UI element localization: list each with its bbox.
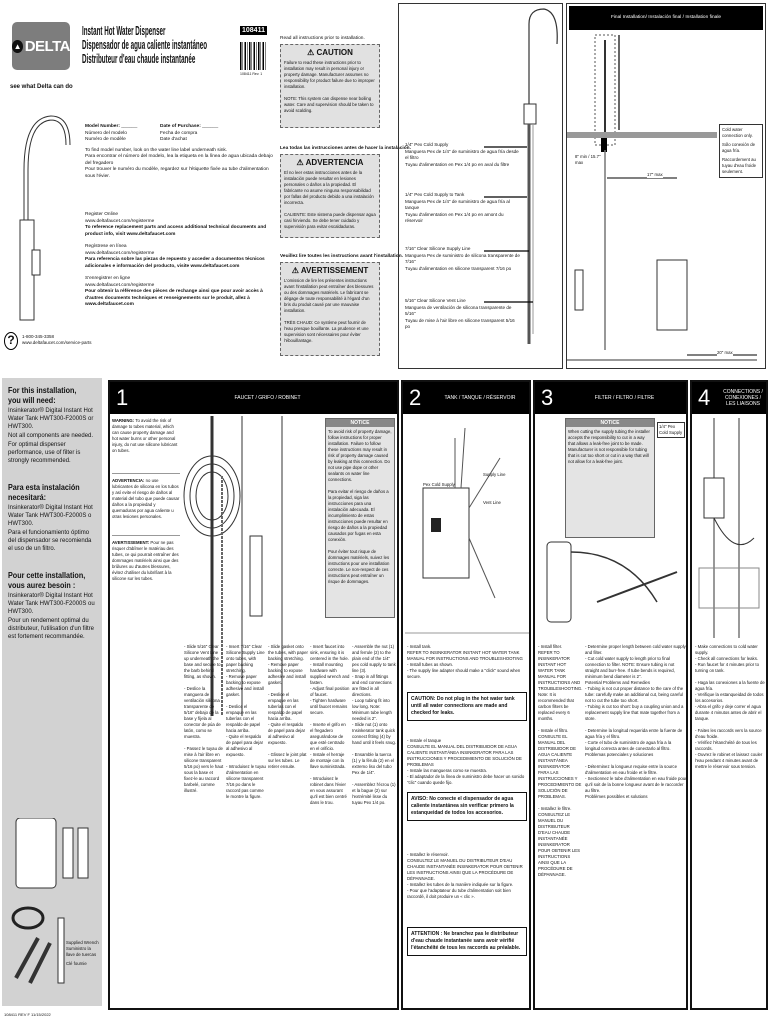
components-illustration bbox=[11, 818, 89, 984]
tagline: see what Delta can do bbox=[10, 84, 73, 90]
tank-illustration bbox=[405, 427, 529, 634]
final-installation-illustration bbox=[567, 34, 757, 361]
step-4-text: - Make connections to cold water supply.… bbox=[695, 644, 765, 769]
step-1-text-3: - Slide gasket onto the tubes, with pape… bbox=[268, 644, 308, 769]
step-2-caution-es: AVISO: No conecte el dispensador de agua… bbox=[407, 792, 527, 821]
step-3-filter-label: 1/4" Pex Cold Supply bbox=[657, 422, 685, 438]
page-title: Instant Hot Water Dispenser Dispensador … bbox=[82, 24, 207, 66]
avertissement-title: ⚠ AVERTISSEMENT bbox=[291, 266, 369, 275]
read-all-es: Lea todas las instrucciones antes de hac… bbox=[280, 146, 411, 151]
step-1-text-1: - Slide 5/16" Clear Silicone Vent Line u… bbox=[184, 644, 224, 793]
step-2-label-pex: Pex Cold Supply bbox=[423, 482, 455, 487]
faucet-tubes-illustration bbox=[484, 8, 558, 344]
faucet-install-illustration bbox=[183, 416, 283, 716]
step-1-warnings: WARNING: To avoid the risk of damage to … bbox=[112, 418, 180, 581]
register-link-en[interactable]: www.deltafaucet.com/registerme bbox=[85, 218, 155, 224]
step-2-caution-fr: ATTENTION : Ne branchez pas le distribut… bbox=[407, 927, 527, 956]
dimension-width: 17" max bbox=[647, 172, 663, 178]
step-2-caution-en: CAUTION: Do not plug in the hot water ta… bbox=[407, 692, 527, 721]
barcode bbox=[240, 42, 266, 70]
requirements-en: For this installation, you will need:Ins… bbox=[8, 386, 94, 464]
step-2-label-supply: Supply Line bbox=[483, 472, 506, 477]
avertissement-body: L'omission de lire les présentes instruc… bbox=[284, 278, 374, 313]
delta-logo: ▲DELTA bbox=[12, 22, 71, 70]
title-fr: Distributeur d'eau chaude instantanée bbox=[82, 52, 196, 66]
help-link[interactable]: www.deltafaucet.com/service-parts bbox=[22, 340, 92, 345]
advertencia-title: ⚠ ADVERTENCIA bbox=[296, 158, 364, 167]
help-phone: 1-800-345-3358 bbox=[22, 334, 55, 339]
avertissement-box: ⚠ AVERTISSEMENT L'omission de lire les p… bbox=[280, 262, 380, 356]
read-all-en: Read all instructions prior to installat… bbox=[280, 36, 365, 41]
barcode-number: 108411 Rev. 1 bbox=[240, 72, 263, 76]
model-label: Model Number: bbox=[85, 124, 120, 129]
footer-code: 108411 REV F 11/15/2022 bbox=[4, 1012, 51, 1017]
help-question-icon: ? bbox=[4, 332, 18, 350]
requirements-fr: Pour cette installation, vous aurez beso… bbox=[8, 571, 95, 640]
cold-water-note: Cold water connection only.Sólo conexión… bbox=[719, 124, 763, 178]
dimension-height: 8" min / 15.7" max bbox=[575, 154, 601, 165]
step-1-text-5: - Assemble the nut (1) and ferrule (2) t… bbox=[352, 644, 396, 805]
faucet-illustration bbox=[19, 115, 71, 321]
register-link-fr[interactable]: www.deltafaucet.com/registerme bbox=[85, 282, 155, 288]
avertissement-note: TRÈS CHAUD: Ce système peut fournir de l… bbox=[284, 320, 369, 343]
caution-title: ⚠ CAUTION bbox=[307, 48, 353, 57]
step-2-label-vent: Vent Line bbox=[483, 500, 501, 505]
final-installation-panel: Final Installation/ Instalación final / … bbox=[566, 3, 766, 369]
step-1-text-2: - Insert 7/16" Clear Silicone Supply Lin… bbox=[226, 644, 266, 799]
requirements-sidebar: For this installation, you will need:Ins… bbox=[2, 378, 102, 1006]
step-2-text-es: - Instale el tanque CONSULTE EL MANUAL D… bbox=[407, 738, 525, 785]
caution-body: Failure to read these instructions prior… bbox=[284, 60, 375, 89]
title-en: Instant Hot Water Dispenser bbox=[82, 24, 166, 38]
step-3-text-right: - Determine proper length between cold w… bbox=[585, 644, 687, 799]
step-1-text-4: - Insert faucet into sink, ensuring it i… bbox=[310, 644, 350, 805]
connections-illustration bbox=[698, 418, 760, 638]
register-link-es[interactable]: www.deltafaucet.com/registerme bbox=[85, 250, 155, 256]
advertencia-body: El no leer estas instrucciones antes de … bbox=[284, 170, 374, 205]
dimension-tank: 20" max bbox=[717, 350, 733, 356]
step-3-text-left: - Install filter. REFER TO INSINKERATOR … bbox=[538, 644, 583, 877]
delta-triangle-icon: ▲ bbox=[12, 39, 23, 53]
read-all-fr: Veuillez lire toutes les instructions av… bbox=[280, 254, 403, 259]
advertencia-box: ⚠ ADVERTENCIA El no leer estas instrucci… bbox=[280, 154, 380, 238]
step-2-text-fr: - Installez le réservoir. CONSULTEZ LE M… bbox=[407, 852, 523, 899]
advertencia-note: CALIENTE: Este sistema puede dispensar a… bbox=[284, 212, 376, 229]
filter-illustration bbox=[546, 541, 678, 623]
requirements-es: Para esta instalación necesitará:Insinke… bbox=[8, 483, 93, 552]
final-installation-title: Final Installation/ Instalación final / … bbox=[569, 6, 763, 30]
document-code: 108411 bbox=[240, 26, 267, 35]
step-2-text-en: - Install tank. REFER TO INSINKERATOR IN… bbox=[407, 644, 523, 679]
date-label: Date of Purchase: bbox=[160, 124, 201, 129]
caution-box: ⚠ CAUTION Failure to read these instruct… bbox=[280, 44, 380, 128]
step-1-notice: NOTICE To avoid risk of property damage,… bbox=[325, 418, 395, 618]
title-es: Dispensador de agua caliente instantáneo bbox=[82, 38, 208, 52]
caution-note: NOTE: This system can dispense near boil… bbox=[284, 96, 374, 113]
